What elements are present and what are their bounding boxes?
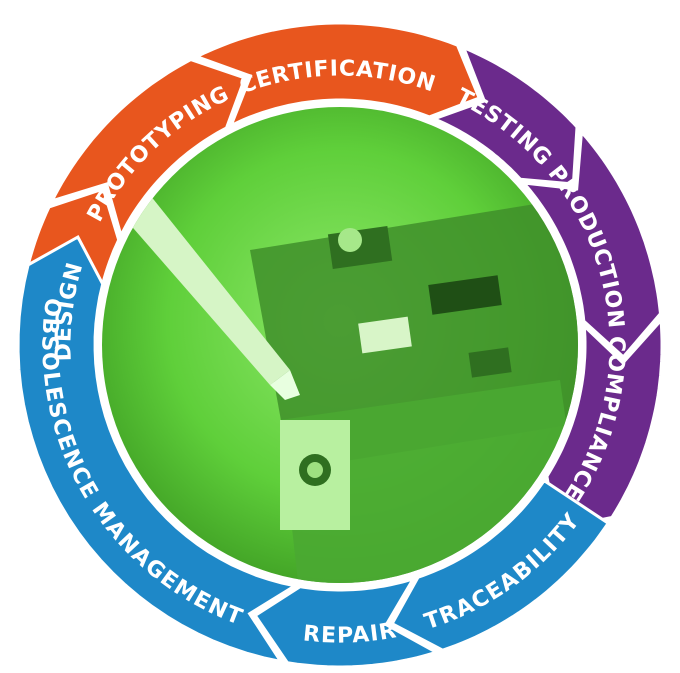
chip — [468, 347, 512, 378]
chip — [428, 275, 502, 315]
circuit-board-photo — [102, 107, 578, 583]
segment-testing — [430, 44, 579, 186]
screw-head — [307, 462, 323, 478]
soldering-iron — [102, 170, 290, 385]
soldering-iron-tip — [270, 370, 300, 400]
lifecycle-segments — [16, 21, 664, 669]
label-sticker — [358, 316, 412, 354]
capacitor — [338, 228, 362, 252]
segment-certification — [192, 21, 482, 129]
segment-traceability — [390, 478, 611, 652]
segment-production — [520, 128, 663, 360]
segment-prototyping — [49, 57, 247, 240]
segment-repair — [253, 576, 441, 669]
segment-compliance — [545, 316, 664, 531]
segment-obsolescence — [16, 234, 299, 664]
